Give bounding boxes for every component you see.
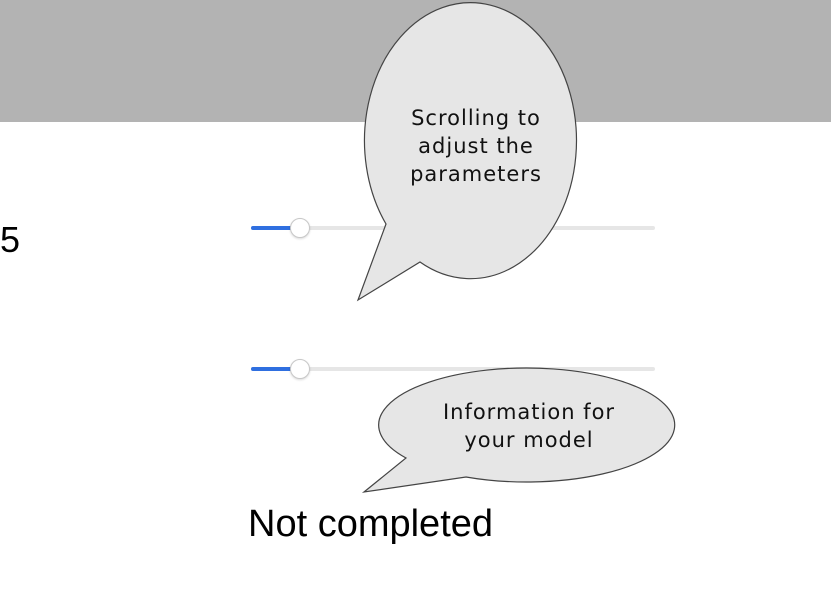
completion-status: Not completed <box>248 503 494 545</box>
info-tip-text: Information for your model <box>442 400 616 452</box>
slider-track <box>251 367 655 371</box>
parameter-slider-2[interactable] <box>251 357 655 381</box>
slider-fill <box>251 226 300 230</box>
slider-fill <box>251 367 300 371</box>
parameter-slider-1[interactable] <box>251 216 655 240</box>
slider-thumb[interactable] <box>290 218 311 238</box>
slider-thumb[interactable] <box>290 359 311 379</box>
parameter-value: 45 <box>0 219 21 260</box>
scroll-tip-text: Scrolling to adjust the parameters <box>410 106 542 186</box>
slider-track <box>251 226 655 230</box>
